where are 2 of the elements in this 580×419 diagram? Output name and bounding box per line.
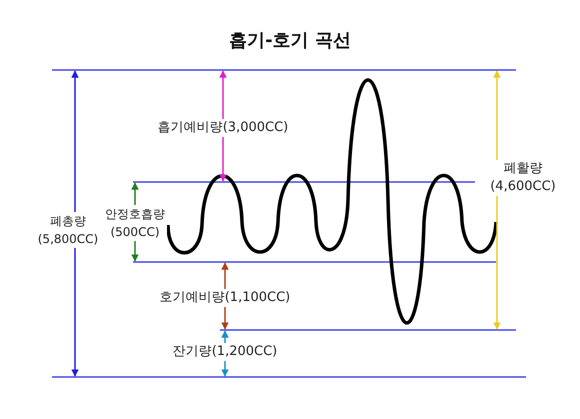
- title: 흡기-호기 곡선: [228, 29, 352, 52]
- volume-label: 안정호흡량 (500CC): [103, 205, 167, 241]
